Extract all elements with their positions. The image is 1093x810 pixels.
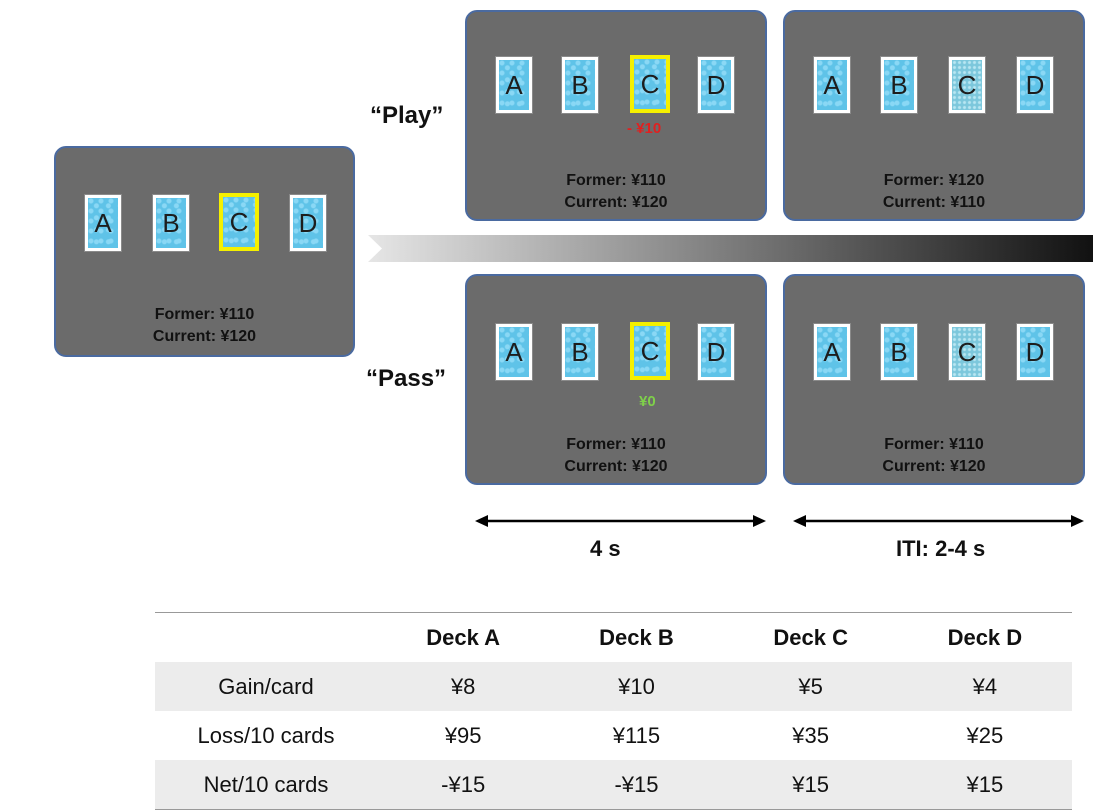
table-header xyxy=(155,612,377,662)
table-cell: ¥25 xyxy=(966,722,1004,748)
card-b: B xyxy=(561,323,599,381)
table-cell: Gain/card xyxy=(155,662,377,711)
table-row: Gain/card ¥8 ¥10 ¥5 ¥4 xyxy=(155,662,1072,711)
zero-amount: ¥0 xyxy=(639,393,656,410)
card-d: D xyxy=(1016,323,1054,381)
former-amount: Former: ¥120 xyxy=(883,172,985,189)
card-a: A xyxy=(495,56,533,114)
card-d: D xyxy=(697,56,735,114)
current-amount: Current: ¥120 xyxy=(564,458,668,475)
table-cell: ¥5 xyxy=(723,662,898,711)
card-a: A xyxy=(813,323,851,381)
card-c-flipped: C xyxy=(948,323,986,381)
duration-arrow-4s xyxy=(475,515,766,527)
table-header: Deck B xyxy=(549,612,724,662)
card-c-flipped: C xyxy=(948,56,986,114)
card-c-selected: C xyxy=(630,322,670,380)
card-c-selected: C xyxy=(630,55,670,113)
table-cell: -¥15 xyxy=(377,760,550,810)
table-header: Deck A xyxy=(377,612,550,662)
panel-pass-feedback: A B C D ¥0 Former: ¥110 Current: ¥120 xyxy=(465,274,767,485)
card-a: A xyxy=(495,323,533,381)
table-cell: ¥95 xyxy=(444,722,482,748)
card-b: B xyxy=(561,56,599,114)
card-d: D xyxy=(289,194,327,252)
deck-payoff-table: Deck A Deck B Deck C Deck D Gain/card ¥8… xyxy=(155,612,1072,810)
panel-play-after: A B C D Former: ¥120 Current: ¥110 xyxy=(783,10,1085,221)
table-header-row: Deck A Deck B Deck C Deck D xyxy=(155,612,1072,662)
current-amount: Current: ¥120 xyxy=(152,328,257,345)
current-amount: Current: ¥120 xyxy=(882,458,986,475)
table-cell: ¥15 xyxy=(723,760,898,810)
card-b: B xyxy=(880,56,918,114)
card-b: B xyxy=(152,194,190,252)
card-c-selected: C xyxy=(219,193,259,251)
time-gradient-arrow xyxy=(368,235,1093,262)
card-a: A xyxy=(813,56,851,114)
table-cell: ¥35 xyxy=(792,722,830,748)
table-cell: ¥15 xyxy=(897,760,1072,810)
former-amount: Former: ¥110 xyxy=(154,306,255,323)
card-a: A xyxy=(84,194,122,252)
table-cell: ¥115 xyxy=(612,722,661,748)
card-d: D xyxy=(1016,56,1054,114)
feedback-duration-label: 4 s xyxy=(590,536,621,561)
iti-duration-label: ITI: 2-4 s xyxy=(896,536,986,561)
table-cell: Loss/10 cards xyxy=(197,722,335,748)
panel-start: A B C D Former: ¥110 Current: ¥120 xyxy=(54,146,355,357)
table-header: Deck D xyxy=(897,612,1072,662)
current-amount: Current: ¥110 xyxy=(882,194,986,211)
table-header: Deck C xyxy=(723,612,898,662)
table-cell: Net/10 cards xyxy=(155,760,377,810)
panel-pass-after: A B C D Former: ¥110 Current: ¥120 xyxy=(783,274,1085,485)
former-amount: Former: ¥110 xyxy=(566,436,666,453)
table-row: Net/10 cards -¥15 -¥15 ¥15 ¥15 xyxy=(155,760,1072,810)
table-cell: ¥8 xyxy=(377,662,550,711)
pass-label: “Pass” xyxy=(366,365,447,392)
table-row: Loss/10 cards ¥95 ¥115 ¥35 ¥25 xyxy=(155,711,1072,760)
former-amount: Former: ¥110 xyxy=(566,172,666,189)
play-label: “Play” xyxy=(370,102,444,129)
duration-arrow-iti xyxy=(793,515,1084,527)
table-cell: ¥4 xyxy=(897,662,1072,711)
current-amount: Current: ¥120 xyxy=(564,194,668,211)
table-cell: -¥15 xyxy=(549,760,724,810)
loss-amount: - ¥10 xyxy=(627,120,662,137)
card-b: B xyxy=(880,323,918,381)
panel-play-feedback: A B C D - ¥10 Former: ¥110 Current: ¥120 xyxy=(465,10,767,221)
card-d: D xyxy=(697,323,735,381)
table-cell: ¥10 xyxy=(549,662,724,711)
former-amount: Former: ¥110 xyxy=(884,436,984,453)
